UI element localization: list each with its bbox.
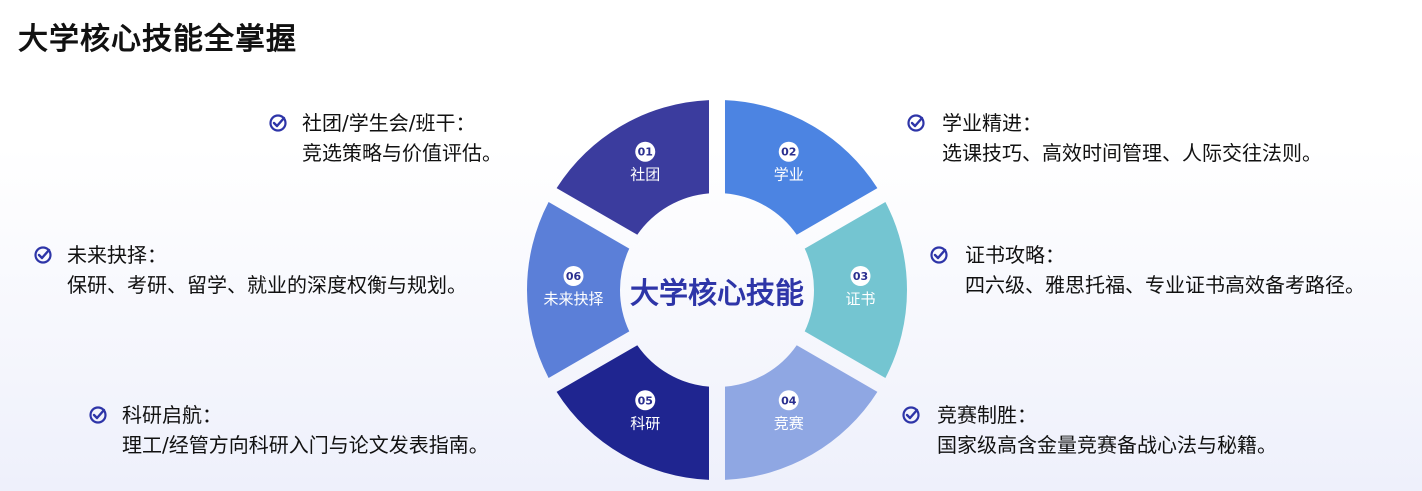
wheel-segment-label: 科研 [630, 414, 660, 432]
item-future: 未来抉择： 保研、考研、留学、就业的深度权衡与规划。 [33, 240, 467, 300]
wheel-segment-number-badge [778, 141, 799, 162]
item-cert-description: 四六级、雅思托福、专业证书高效备考路径。 [965, 273, 1365, 297]
check-circle-icon [902, 406, 920, 424]
wheel-segment-number: 04 [781, 394, 797, 407]
item-research: 科研启航： 理工/经管方向科研入门与论文发表指南。 [88, 400, 489, 460]
wheel-segment-club [556, 100, 710, 235]
wheel-segment-number: 02 [781, 146, 796, 159]
item-cert: 证书攻略： 四六级、雅思托福、专业证书高效备考路径。 [929, 240, 1365, 300]
wheel-segment-number: 05 [638, 394, 653, 407]
wheel-segment-label: 未来抉择 [543, 290, 603, 308]
wheel-segment-number-badge [563, 266, 584, 286]
wheel-segment-label: 证书 [845, 290, 875, 308]
item-study: 学业精进： 选课技巧、高效时间管理、人际交往法则。 [906, 108, 1322, 168]
check-circle-icon [907, 114, 925, 132]
item-club: 社团/学生会/班干： 竞选策略与价值评估。 [268, 108, 502, 168]
wheel-segment-number-badge [635, 390, 656, 411]
item-research-description: 理工/经管方向科研入门与论文发表指南。 [122, 433, 489, 457]
check-circle-icon [269, 114, 287, 132]
check-circle-icon [89, 406, 107, 424]
wheel-segment-number: 06 [566, 270, 582, 283]
page-title: 大学核心技能全掌握 [18, 22, 297, 57]
wheel-segment-cert [804, 202, 907, 378]
wheel-segment-research [556, 345, 710, 480]
item-future-description: 保研、考研、留学、就业的深度权衡与规划。 [67, 273, 467, 297]
wheel-segment-study [724, 100, 878, 235]
wheel-segment-number: 03 [853, 270, 868, 283]
item-future-heading: 未来抉择： [67, 243, 167, 267]
item-club-heading: 社团/学生会/班干： [302, 111, 476, 135]
wheel-segment-number-badge [635, 141, 656, 162]
check-circle-icon [930, 246, 948, 264]
item-study-description: 选课技巧、高效时间管理、人际交往法则。 [942, 141, 1322, 165]
wheel-segment-label: 学业 [774, 166, 804, 184]
check-circle-icon [34, 246, 52, 264]
wheel-segment-contest [724, 345, 878, 480]
item-study-heading: 学业精进： [942, 111, 1042, 135]
wheel-center-label: 大学核心技能 [630, 276, 804, 310]
wheel-segment-number-badge [778, 390, 799, 411]
wheel-segment-label: 社团 [630, 166, 660, 184]
item-club-description: 竞选策略与价值评估。 [302, 141, 502, 165]
item-contest-heading: 竞赛制胜： [937, 403, 1037, 427]
wheel-segment-label: 竞赛 [774, 414, 804, 432]
item-cert-heading: 证书攻略： [965, 243, 1065, 267]
wheel-segment-number-badge [850, 266, 871, 286]
wheel-segment-number: 01 [638, 146, 653, 159]
item-research-heading: 科研启航： [122, 403, 222, 427]
wheel-segment-future [526, 202, 630, 378]
item-contest-description: 国家级高含金量竞赛备战心法与秘籍。 [937, 433, 1277, 457]
item-contest: 竞赛制胜： 国家级高含金量竞赛备战心法与秘籍。 [901, 400, 1277, 460]
